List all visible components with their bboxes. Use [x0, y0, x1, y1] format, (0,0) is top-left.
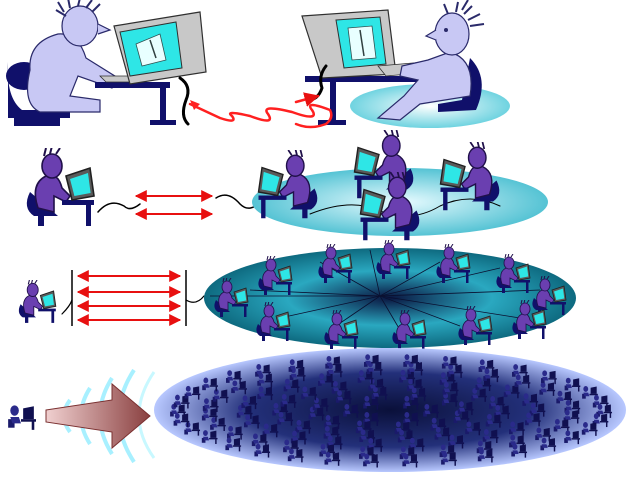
cable-one-to-one: [178, 64, 333, 129]
remote-group-few: [252, 130, 548, 242]
remote-crowd: [154, 348, 626, 472]
remote-group-many: [204, 240, 576, 350]
broadcast-arrow: [45, 382, 151, 450]
left-user-tiny: [8, 405, 36, 430]
row-one-to-one: [6, 0, 510, 129]
link-arrows-many: [76, 270, 182, 326]
row-one-to-few: [25, 130, 548, 242]
left-user-small: [18, 280, 57, 324]
row-one-to-crowd: [8, 348, 626, 472]
right-user-large: [301, 0, 510, 128]
link-arrows-few: [134, 190, 214, 220]
left-user-medium: [25, 148, 96, 228]
desk-right: [305, 76, 425, 82]
red-coiled-link: [188, 102, 333, 129]
platform-crowd: [154, 348, 626, 472]
row-one-to-many: [18, 240, 576, 350]
desk-left: [95, 82, 170, 88]
left-user-large: [6, 0, 207, 126]
chair-right: [438, 58, 482, 112]
monitor-right: [301, 9, 397, 79]
monitor-left: [113, 11, 207, 85]
